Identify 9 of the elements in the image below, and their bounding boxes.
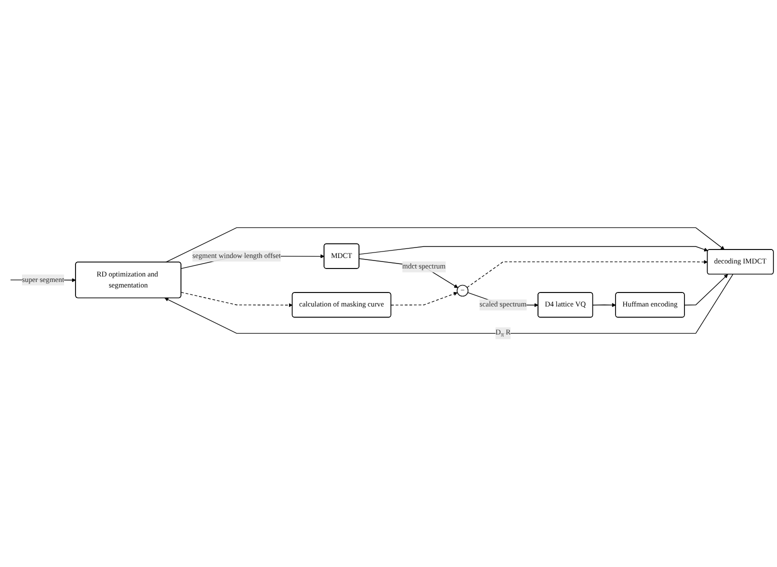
arrow bbox=[358, 258, 458, 288]
arrow bbox=[390, 292, 458, 306]
arrow bbox=[684, 274, 728, 306]
arrow bbox=[165, 227, 725, 263]
arrow bbox=[180, 292, 293, 308]
arrow bbox=[358, 246, 708, 255]
arrow bbox=[164, 274, 734, 334]
arrow bbox=[592, 303, 616, 308]
arrow bbox=[466, 260, 708, 288]
